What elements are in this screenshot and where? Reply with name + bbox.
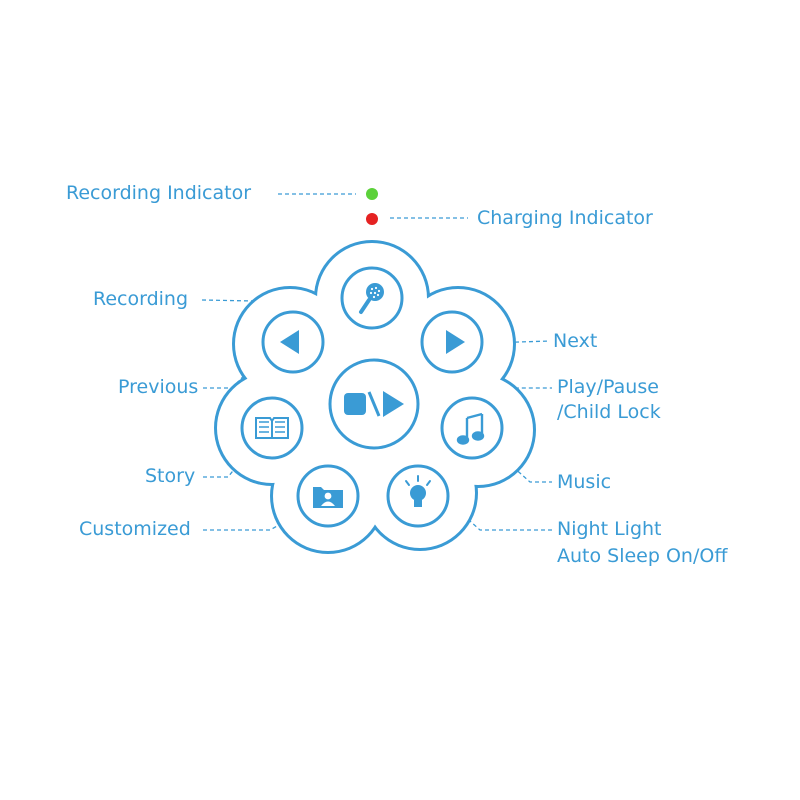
music-label: Music xyxy=(557,471,612,493)
play-pause-label: Play/Pause xyxy=(557,376,659,398)
charging-indicator-label: Charging Indicator xyxy=(477,207,653,229)
open-book-icon xyxy=(255,417,289,439)
child-lock-label: /Child Lock xyxy=(557,401,661,423)
microphone-icon xyxy=(359,283,384,314)
night-light-label: Night Light xyxy=(557,518,662,540)
triangle-right-icon xyxy=(446,330,465,354)
music-note-icon xyxy=(456,412,485,445)
triangle-left-icon xyxy=(280,330,299,354)
story-label: Story xyxy=(145,465,196,487)
auto-sleep-label: Auto Sleep On/Off xyxy=(557,545,728,567)
charging-indicator-led xyxy=(366,213,378,225)
next-label: Next xyxy=(553,330,598,352)
customized-label: Customized xyxy=(79,518,191,540)
leader-line-customized xyxy=(203,502,319,531)
recording-indicator-led xyxy=(366,188,378,200)
recording-indicator-label: Recording Indicator xyxy=(66,182,252,204)
music-button[interactable] xyxy=(440,396,504,460)
leader-line-story xyxy=(203,451,249,478)
previous-label: Previous xyxy=(118,376,199,398)
folder-person-icon xyxy=(313,487,343,508)
light-bulb-icon xyxy=(405,475,431,507)
play-pause-icon xyxy=(344,391,404,417)
recording-label: Recording xyxy=(93,288,189,310)
